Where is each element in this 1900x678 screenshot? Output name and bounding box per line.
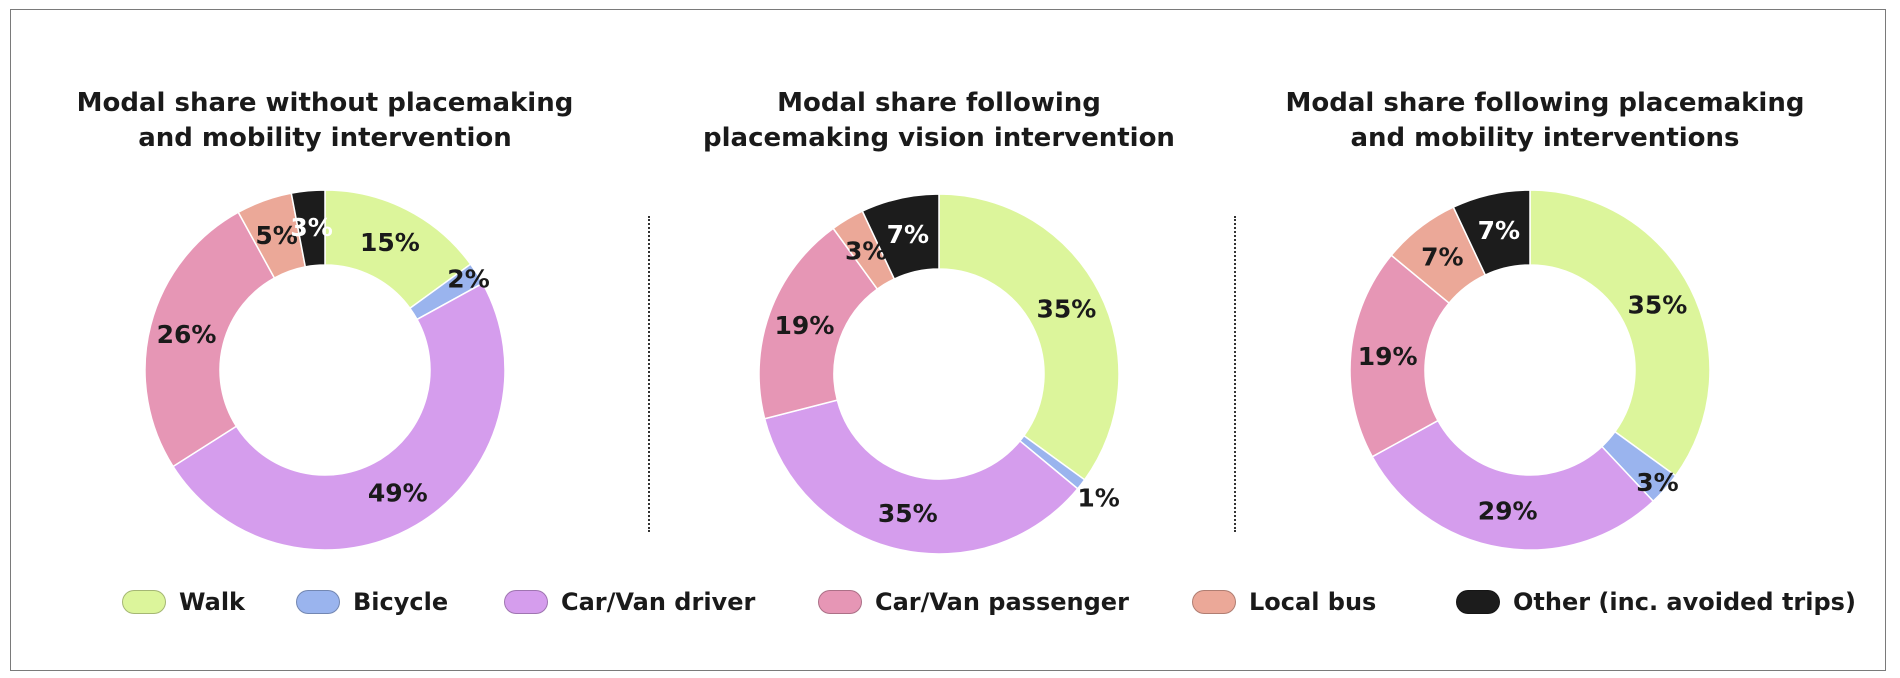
legend-swatch-car-van-driver <box>504 590 548 614</box>
donut-1-label-local-bus: 5% <box>255 221 297 250</box>
donut-2-label-local-bus: 3% <box>845 236 887 265</box>
donut-3-label-other-inc-avoided-trips: 7% <box>1478 216 1520 245</box>
legend-item-walk: Walk <box>122 588 245 616</box>
donut-chart-1: 15% 2% 49% 26% 5%3% <box>144 189 506 551</box>
donut-2-slice-other-inc-avoided-trips <box>861 193 940 280</box>
legend-label-walk: Walk <box>179 588 245 616</box>
donut-3-label-car-van-driver: 29% <box>1478 497 1538 526</box>
chart-title-1: Modal share without placemaking and mobi… <box>45 86 605 156</box>
legend-item-other: Other (inc. avoided trips) <box>1456 588 1856 616</box>
chart-title-2: Modal share following placemaking vision… <box>659 86 1219 156</box>
legend-label-car-van-passenger: Car/Van passenger <box>875 588 1129 616</box>
donut-2-slice-car-van-driver <box>763 399 1079 555</box>
chart-title-3: Modal share following placemaking and mo… <box>1265 86 1825 156</box>
legend-label-other: Other (inc. avoided trips) <box>1513 588 1856 616</box>
legend-swatch-local-bus <box>1192 590 1236 614</box>
donut-1-slice-car-van-passenger <box>144 211 276 468</box>
donut-1-label-walk: 15% <box>360 228 420 257</box>
legend-item-car-van-driver: Car/Van driver <box>504 588 755 616</box>
legend-item-local-bus: Local bus <box>1192 588 1376 616</box>
donut-2-label-car-van-passenger: 19% <box>775 311 835 340</box>
legend-label-bicycle: Bicycle <box>353 588 449 616</box>
donut-2-slice-walk <box>938 193 1120 481</box>
donut-2-label-other-inc-avoided-trips: 7% <box>887 220 929 249</box>
donut-3-slice-walk <box>1529 189 1711 477</box>
donut-2-slice-car-van-passenger <box>758 227 879 420</box>
donut-3-label-car-van-passenger: 19% <box>1358 342 1418 371</box>
chart-frame <box>10 9 1886 671</box>
legend-swatch-car-van-passenger <box>818 590 862 614</box>
donut-chart-3: 35% 3% 29% 19% 7% 7% <box>1349 189 1711 551</box>
donut-1-slice-car-van-driver <box>171 282 506 551</box>
chart-title-2-line-2: placemaking vision intervention <box>703 123 1175 153</box>
chart-title-3-line-2: and mobility interventions <box>1350 123 1740 153</box>
legend-label-car-van-driver: Car/Van driver <box>561 588 756 616</box>
donut-2-label-walk: 35% <box>1036 295 1096 324</box>
donut-1-label-other-inc-avoided-trips: 3% <box>290 213 332 242</box>
donut-chart-2: 35% 1% 35% 19% 3%7% <box>758 193 1120 555</box>
chart-title-1-line-2: and mobility intervention <box>138 123 512 153</box>
legend-item-car-van-passenger: Car/Van passenger <box>818 588 1129 616</box>
legend-swatch-bicycle <box>296 590 340 614</box>
chart-title-1-line-1: Modal share without placemaking <box>76 88 574 118</box>
donut-3-label-bicycle: 3% <box>1636 468 1678 497</box>
donut-1-label-car-van-passenger: 26% <box>157 320 217 349</box>
chart-divider-left <box>648 216 650 532</box>
legend-swatch-walk <box>122 590 166 614</box>
legend-item-bicycle: Bicycle <box>296 588 448 616</box>
legend-label-local-bus: Local bus <box>1249 588 1377 616</box>
donut-3-label-local-bus: 7% <box>1421 243 1463 272</box>
donut-3-label-walk: 35% <box>1627 291 1687 320</box>
chart-title-3-line-1: Modal share following placemaking <box>1285 88 1805 118</box>
donut-3-slice-other-inc-avoided-trips <box>1452 189 1531 276</box>
donut-3-slice-car-van-passenger <box>1349 254 1451 458</box>
chart-divider-right <box>1234 216 1236 532</box>
donut-1-label-car-van-driver: 49% <box>368 479 428 508</box>
chart-title-2-line-1: Modal share following <box>777 88 1101 118</box>
donut-1-label-bicycle: 2% <box>447 264 489 293</box>
legend-swatch-other <box>1456 590 1500 614</box>
donut-1-slice-other-inc-avoided-trips <box>290 189 326 268</box>
donut-2-label-car-van-driver: 35% <box>878 499 938 528</box>
donut-2-label-bicycle: 1% <box>1077 483 1119 512</box>
donut-3-slice-car-van-driver <box>1371 419 1655 551</box>
